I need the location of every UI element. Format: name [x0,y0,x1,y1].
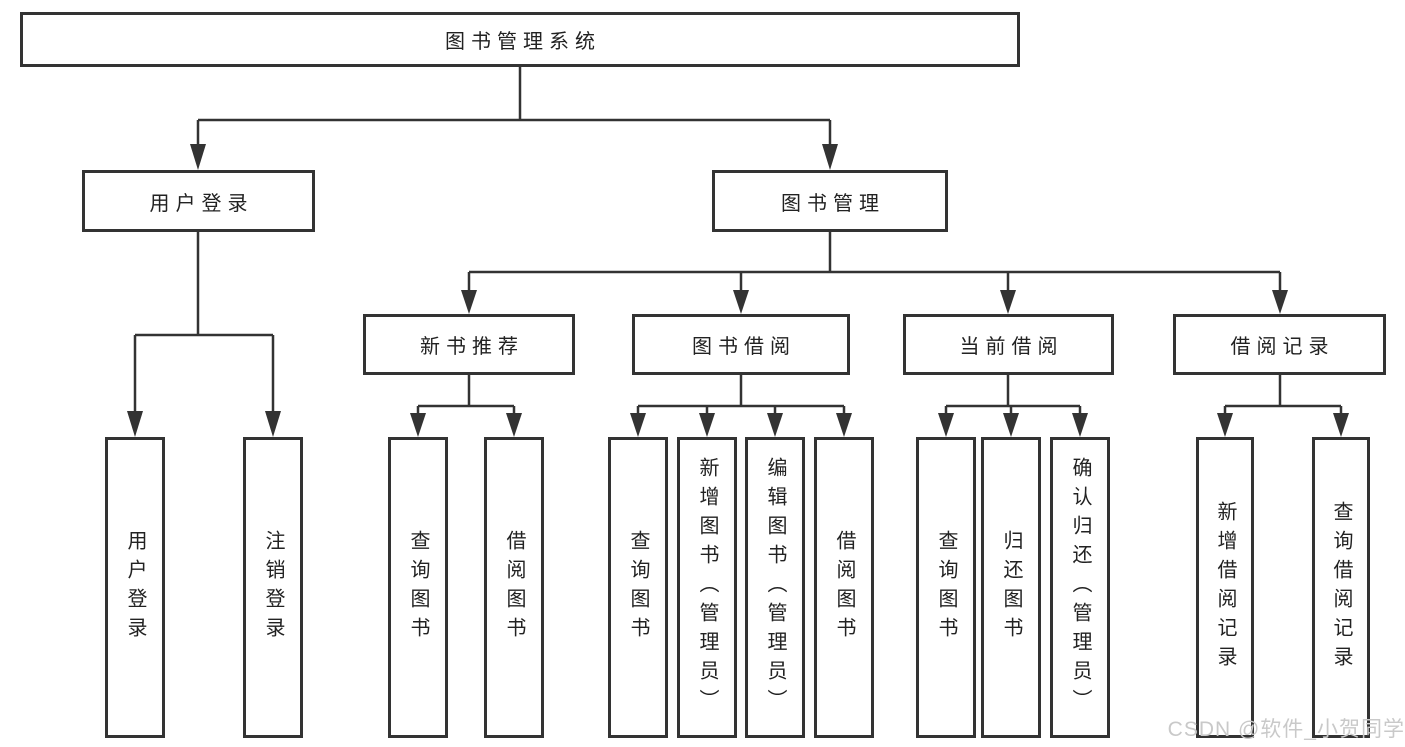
watermark-text: CSDN @软件_小贺同学 [1167,718,1405,741]
node-new-book-recommend: 新书推荐 [363,314,575,375]
leaf-borrow-book: 借阅图书 [814,437,874,738]
connector-paths [133,66,1343,419]
leaf-query-borrow-record: 查询借阅记录 [1312,437,1370,738]
node-user-login: 用户登录 [82,170,315,232]
leaf-borrow-book-recommend: 借阅图书 [484,437,544,738]
node-current-borrow: 当前借阅 [903,314,1114,375]
node-book-management: 图书管理 [712,170,948,232]
leaf-add-book-admin: 新增图书（管理员） [677,437,737,738]
leaf-add-borrow-record: 新增借阅记录 [1196,437,1254,738]
leaf-query-book-borrow: 查询图书 [608,437,668,738]
leaf-edit-book-admin: 编辑图书（管理员） [745,437,805,738]
leaf-confirm-return-admin: 确认归还（管理员） [1050,437,1110,738]
leaf-query-book-current: 查询图书 [916,437,976,738]
node-borrow-records: 借阅记录 [1173,314,1386,375]
leaf-query-book-recommend: 查询图书 [388,437,448,738]
leaf-logout: 注销登录 [243,437,303,738]
node-library-management-system: 图书管理系统 [20,12,1020,67]
arrowheads [127,144,1349,437]
leaf-user-login: 用户登录 [105,437,165,738]
leaf-return-book: 归还图书 [981,437,1041,738]
node-book-borrow: 图书借阅 [632,314,850,375]
